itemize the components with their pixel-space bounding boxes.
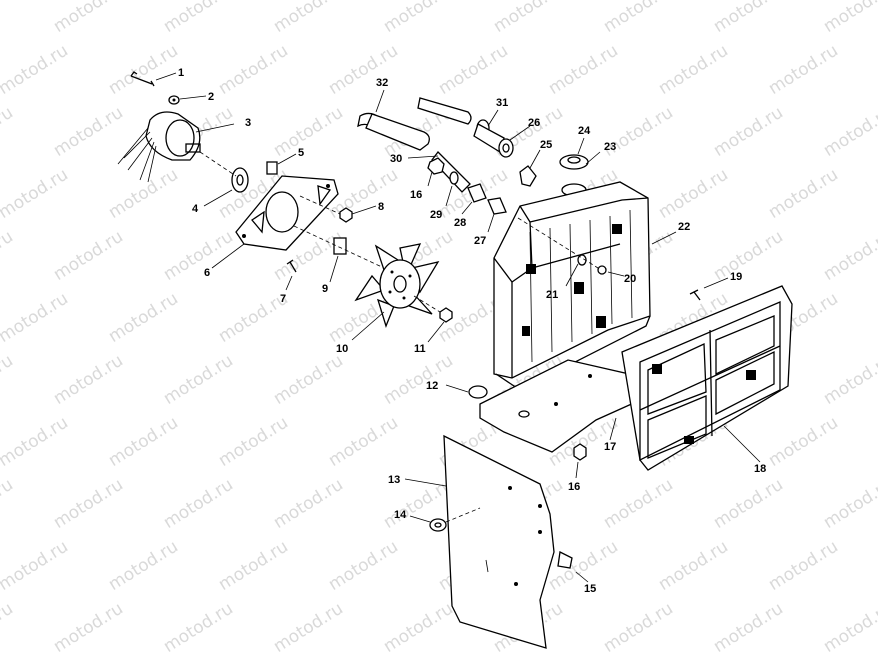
callout-30: 30 bbox=[390, 153, 402, 165]
callout-17: 17 bbox=[604, 441, 616, 453]
callout-26: 26 bbox=[528, 117, 540, 129]
callout-15: 15 bbox=[584, 583, 596, 595]
callout-4: 4 bbox=[192, 203, 199, 215]
part-15-fastener bbox=[557, 551, 589, 583]
callout-16-upper: 16 bbox=[410, 189, 422, 201]
part-6-bracket bbox=[211, 175, 339, 269]
part-20-bolt bbox=[517, 217, 625, 277]
part-13-side-panel bbox=[404, 434, 555, 649]
callout-19: 19 bbox=[730, 271, 742, 283]
part-12-grommet bbox=[445, 384, 488, 399]
part-18-grille-screen bbox=[621, 285, 793, 471]
part-10-fan-blade bbox=[351, 243, 440, 341]
part-22-radiator bbox=[493, 181, 677, 391]
callout-14: 14 bbox=[394, 509, 407, 521]
part-17-lower-plate bbox=[479, 359, 639, 453]
callout-2: 2 bbox=[208, 91, 214, 103]
part-31-hose bbox=[417, 97, 505, 154]
part-4-seal bbox=[199, 151, 249, 207]
part-19-screw bbox=[689, 277, 729, 301]
part-25-fitting bbox=[519, 149, 541, 187]
callout-20: 20 bbox=[624, 273, 636, 285]
callout-25: 25 bbox=[540, 139, 552, 151]
callout-21: 21 bbox=[546, 289, 558, 301]
callout-12: 12 bbox=[426, 380, 438, 392]
callout-7: 7 bbox=[280, 293, 286, 305]
callout-32: 32 bbox=[376, 77, 388, 89]
callout-24: 24 bbox=[578, 125, 591, 137]
part-26-clamp bbox=[498, 125, 531, 158]
callout-27: 27 bbox=[474, 235, 486, 247]
part-11-nut bbox=[413, 295, 453, 343]
part-21-washer bbox=[565, 254, 587, 287]
callout-28: 28 bbox=[454, 217, 466, 229]
callout-16-lower: 16 bbox=[568, 481, 580, 493]
callout-23: 23 bbox=[604, 141, 616, 153]
callout-18: 18 bbox=[754, 463, 766, 475]
callout-31: 31 bbox=[496, 97, 508, 109]
callout-1: 1 bbox=[178, 67, 184, 79]
part-3-fan-motor bbox=[117, 111, 235, 183]
part-5-spacer bbox=[266, 153, 297, 175]
part-7-screw bbox=[285, 259, 297, 291]
part-16-nut-lower bbox=[573, 443, 587, 479]
part-24-radiator-cap bbox=[559, 137, 589, 170]
callout-labels: 1 2 3 4 5 6 7 8 9 10 11 12 13 14 15 16 1… bbox=[178, 67, 766, 595]
callout-13: 13 bbox=[388, 474, 400, 486]
part-16-nut-upper bbox=[427, 157, 445, 187]
part-28-connector bbox=[461, 183, 487, 215]
part-1-bolt bbox=[130, 71, 177, 87]
part-2-washer bbox=[168, 95, 207, 105]
callout-9: 9 bbox=[322, 283, 328, 295]
callout-6: 6 bbox=[204, 267, 210, 279]
callout-29: 29 bbox=[430, 209, 442, 221]
callout-5: 5 bbox=[298, 147, 304, 159]
callout-11: 11 bbox=[414, 343, 426, 355]
callout-3: 3 bbox=[245, 117, 251, 129]
part-14-grommet bbox=[409, 507, 481, 532]
callout-8: 8 bbox=[378, 201, 384, 213]
callout-22: 22 bbox=[678, 221, 690, 233]
part-9-spacer bbox=[293, 225, 385, 283]
part-27-connector bbox=[487, 197, 507, 233]
callout-10: 10 bbox=[336, 343, 348, 355]
part-29-clamp bbox=[445, 171, 459, 207]
part-8-nut bbox=[299, 195, 377, 223]
